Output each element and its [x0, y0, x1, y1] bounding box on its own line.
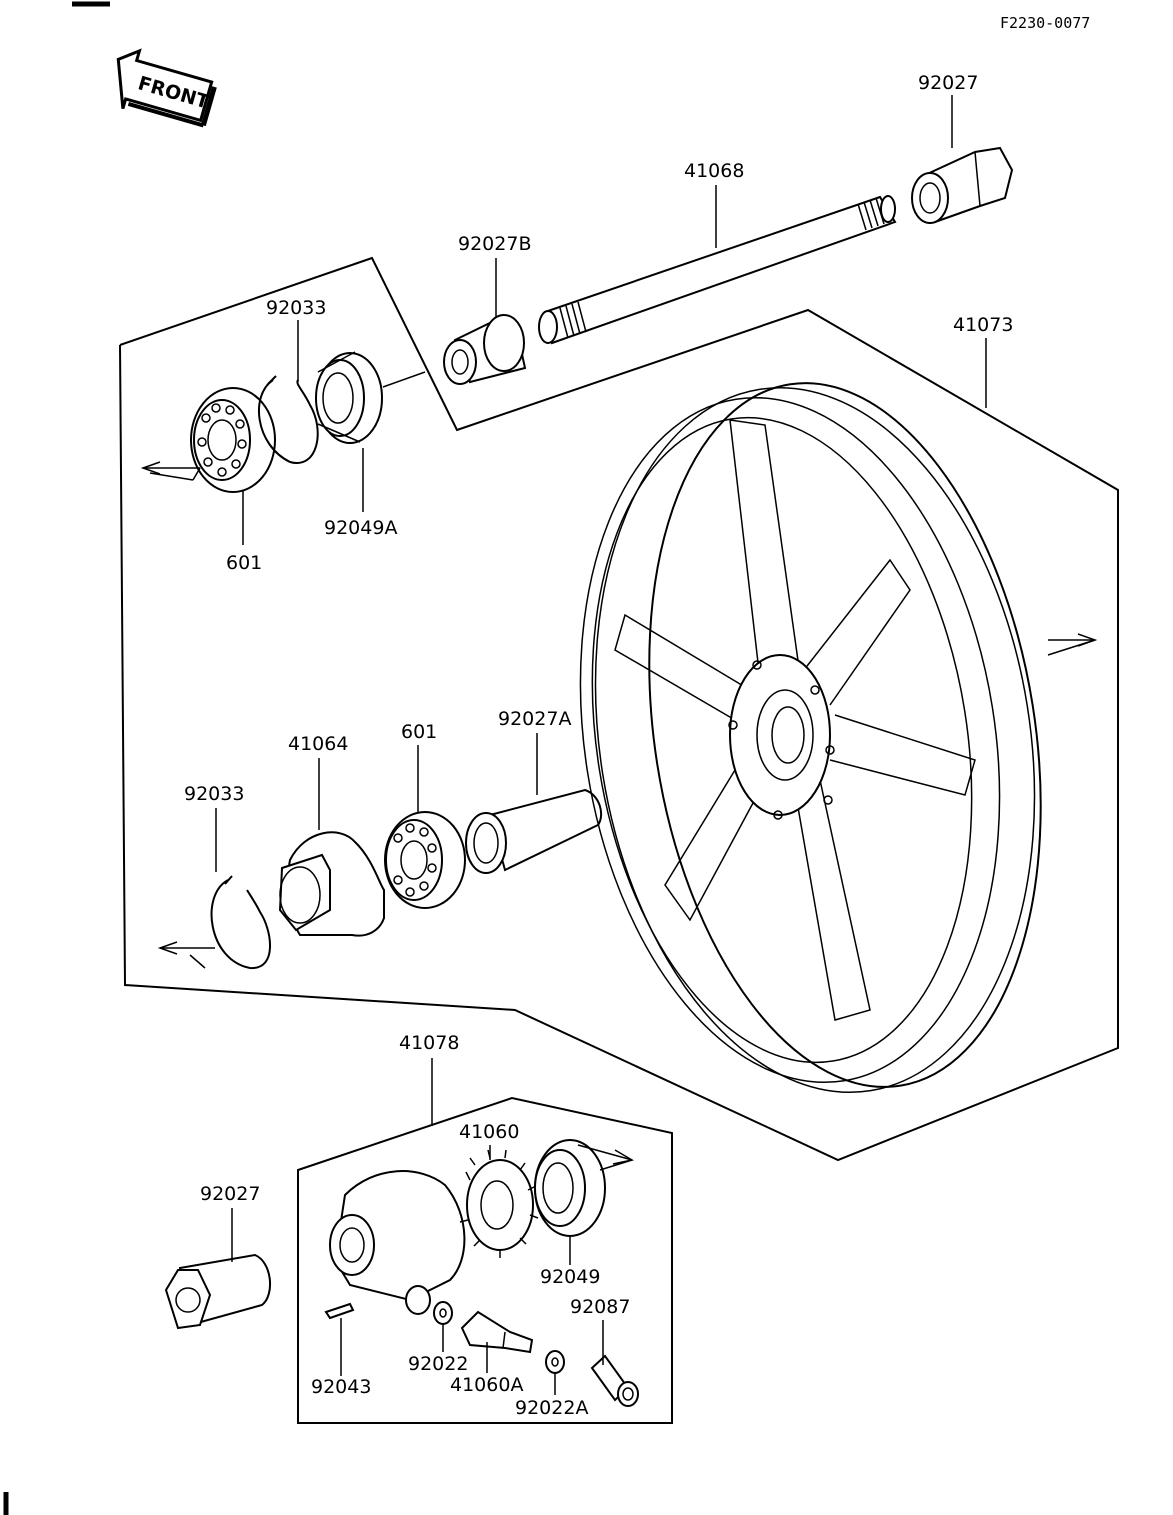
figure-code: F2230-0077	[1000, 14, 1090, 32]
callout-92087: 92087	[570, 1296, 630, 1318]
callout-92027-axle-nut: 92027	[918, 72, 978, 94]
washer-92022	[433, 1301, 453, 1325]
speedometer-pinion-41060a	[460, 1310, 534, 1354]
callout-41060: 41060	[459, 1121, 519, 1143]
front-direction-arrow: FRONT	[116, 48, 217, 128]
axle-shaft	[538, 195, 897, 345]
washer-92022a	[545, 1350, 565, 1374]
axle-nut-top	[911, 146, 1014, 224]
bearing-601-lower	[384, 811, 466, 909]
callout-92027a: 92027A	[498, 708, 571, 730]
speedometer-gear-drive-41064	[278, 831, 385, 937]
callout-92033-lower: 92033	[184, 783, 244, 805]
direction-arrow-gear	[577, 1144, 635, 1171]
gear-housing-41078	[329, 1170, 466, 1315]
pin-92043	[324, 1302, 355, 1320]
oil-seal-92049	[534, 1139, 606, 1237]
leader-lines	[215, 95, 987, 1395]
circlip-92033-lower	[210, 875, 271, 970]
callout-92022a: 92022A	[515, 1397, 588, 1419]
direction-arrow-wheel	[1047, 633, 1098, 656]
callout-92049a: 92049A	[324, 517, 397, 539]
callout-92027-lower: 92027	[200, 1183, 260, 1205]
callout-41068: 41068	[684, 160, 744, 182]
callout-601-lower: 601	[401, 721, 437, 743]
gear-housing-assembly-outline	[297, 1096, 673, 1424]
callout-92022: 92022	[408, 1353, 468, 1375]
direction-arrow-lower-left	[157, 941, 215, 969]
collar-92027a	[465, 788, 603, 874]
callout-92027b: 92027B	[458, 233, 531, 255]
cast-wheel-41073	[579, 382, 1042, 1093]
callout-92043: 92043	[311, 1376, 371, 1398]
callout-41064: 41064	[288, 733, 348, 755]
callout-601-upper: 601	[226, 552, 262, 574]
hub-assembly-outline	[119, 256, 1119, 1162]
callout-41073: 41073	[953, 314, 1013, 336]
bushing-92087	[590, 1354, 639, 1407]
direction-arrow-upper-left	[140, 461, 201, 481]
oil-seal-92049a	[315, 351, 383, 444]
callout-92033-upper: 92033	[266, 297, 326, 319]
axis-line-upper	[382, 371, 426, 388]
axle-nut-lower	[164, 1253, 272, 1330]
speedometer-gear-41060	[459, 1149, 539, 1258]
bearing-601-upper	[190, 387, 276, 493]
collar-92027b	[443, 314, 527, 385]
callout-41078: 41078	[399, 1032, 459, 1054]
circlip-92033-upper	[258, 375, 319, 465]
callout-92049: 92049	[540, 1266, 600, 1288]
callout-41060a: 41060A	[450, 1374, 523, 1396]
